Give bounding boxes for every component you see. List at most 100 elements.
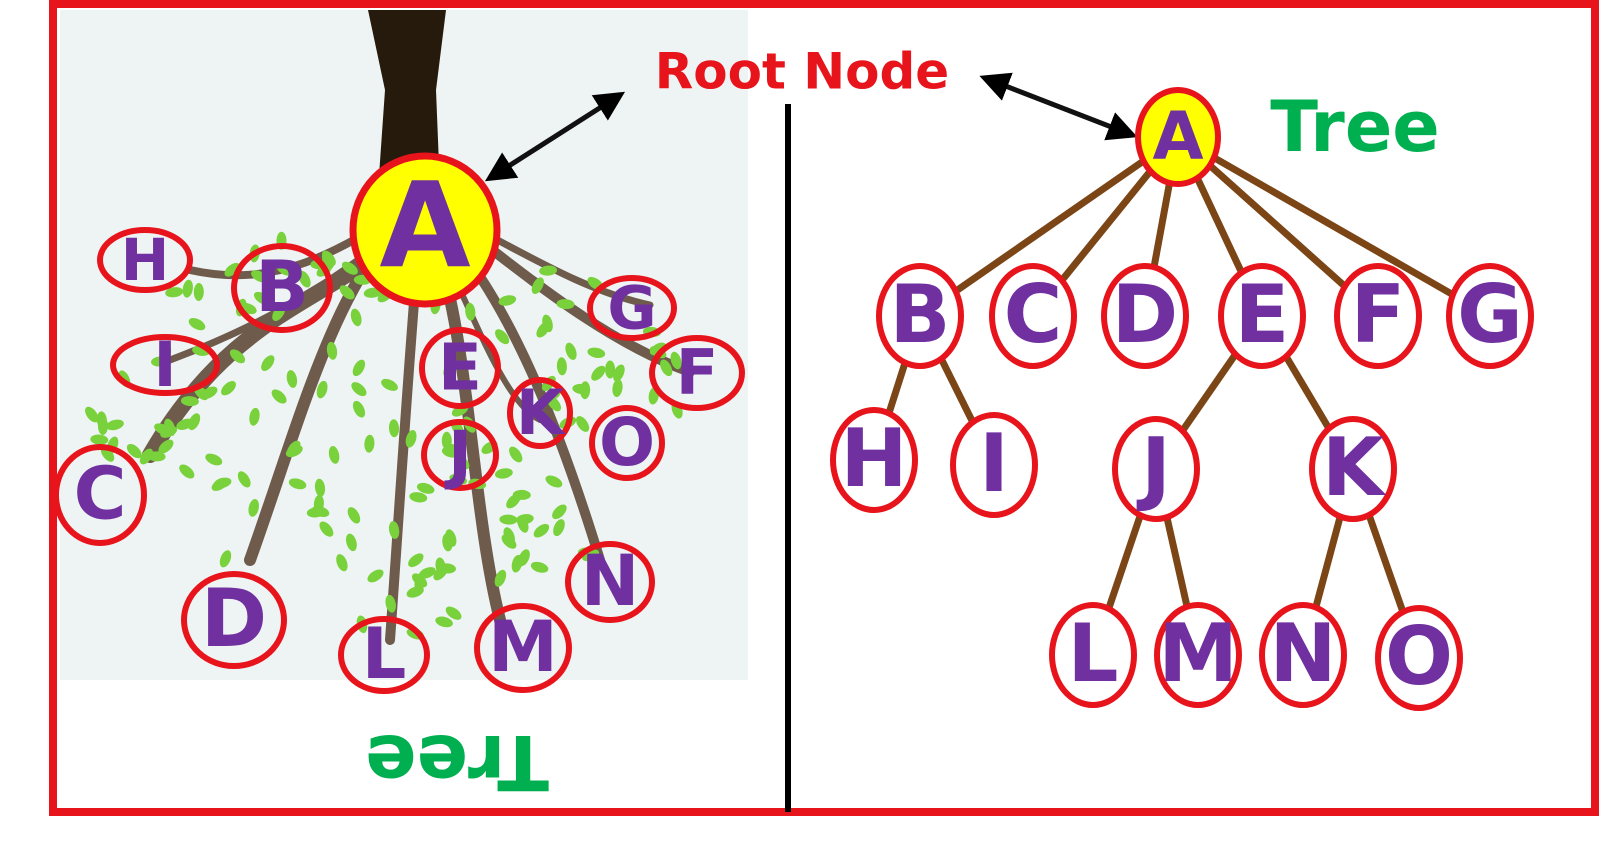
node-letter: H [841, 412, 908, 505]
node-ring [181, 571, 287, 669]
leaf [158, 439, 174, 454]
node-letter: L [362, 613, 407, 695]
left-node-g: G [587, 274, 677, 344]
left-node-l: L [338, 613, 430, 695]
leaf [261, 355, 275, 371]
leaf [498, 295, 517, 306]
leaf [438, 563, 456, 574]
leaf [536, 321, 550, 338]
leaf [224, 262, 240, 277]
right-node-l: L [1049, 602, 1137, 708]
leaf [499, 514, 518, 525]
right-node-k: K [1309, 416, 1397, 522]
leaf [85, 406, 99, 423]
node-ring [338, 616, 430, 694]
edge-a-g [1176, 133, 1492, 320]
leaf [351, 382, 367, 397]
node-ring [589, 405, 665, 481]
left-node-h: H [97, 226, 193, 294]
leaf [193, 283, 204, 301]
leaf [364, 434, 375, 453]
node-ring [1112, 416, 1200, 522]
leaf [465, 302, 476, 321]
node-ring [1446, 263, 1534, 369]
leaf [328, 446, 340, 464]
leaf [326, 341, 338, 360]
leaf [90, 434, 109, 445]
leaf [612, 379, 623, 398]
leaf [530, 561, 549, 573]
leaf [182, 279, 193, 298]
right-node-a: A [1135, 87, 1221, 187]
leaf [271, 389, 287, 404]
right-node-g: G [1446, 263, 1534, 369]
leaf [385, 594, 396, 613]
leaf [556, 299, 575, 310]
node-ring [1101, 263, 1189, 369]
left-node-b: B [231, 243, 333, 333]
leaf [316, 380, 328, 399]
leaf [229, 349, 246, 364]
node-ring [349, 152, 501, 308]
leaf [367, 569, 384, 583]
left-node-i: I [110, 328, 220, 401]
leaf [248, 499, 259, 517]
node-letter: I [979, 417, 1009, 510]
left-node-f: F [649, 335, 745, 411]
leaf [445, 606, 462, 620]
leaf [347, 507, 361, 524]
leaf [188, 317, 206, 331]
node-ring [1375, 605, 1463, 711]
node-ring [474, 603, 572, 693]
leaf [388, 419, 400, 438]
node-ring [587, 275, 677, 341]
node-letter: A [379, 156, 470, 294]
leaf [553, 519, 565, 537]
left-node-o: O [589, 404, 665, 481]
right-node-e: E [1218, 263, 1306, 369]
leaf [139, 448, 153, 465]
right-node-m: M [1154, 602, 1242, 708]
leaf [176, 418, 194, 430]
leaf [363, 287, 382, 298]
node-ring [1154, 602, 1242, 708]
left-node-n: N [565, 540, 655, 623]
leaf [495, 329, 510, 345]
node-letter: A [1152, 98, 1203, 175]
leaf [219, 550, 232, 568]
leaf [445, 529, 457, 547]
arrow-to-left-root [484, 91, 626, 182]
left-node-e: E [419, 327, 501, 409]
leaf [298, 270, 311, 288]
right-node-o: O [1375, 605, 1463, 711]
leaf [591, 365, 606, 381]
node-letter: B [255, 246, 308, 328]
inverted-tree-label: Tree [365, 718, 549, 807]
left-node-a: A [349, 152, 501, 308]
node-letter: E [438, 332, 482, 406]
leaf [494, 468, 513, 479]
leaf [660, 359, 673, 377]
leaf [414, 574, 425, 593]
leaf [454, 454, 470, 470]
leaf [237, 471, 251, 488]
leaf [147, 451, 166, 462]
node-letter: F [676, 336, 718, 409]
node-letter: B [890, 268, 951, 361]
node-letter: G [607, 274, 656, 344]
node-ring [876, 263, 964, 369]
leaf [319, 521, 334, 537]
leaf [613, 364, 625, 382]
leaf [276, 262, 293, 276]
leaf [444, 443, 463, 455]
node-letter: I [153, 328, 176, 401]
right-node-c: C [989, 263, 1077, 369]
leaf [547, 396, 562, 412]
node-ring [565, 541, 655, 623]
leaf [587, 347, 606, 358]
leaf [151, 356, 169, 367]
leaf [509, 446, 523, 463]
leaf [106, 419, 124, 431]
node-letter: N [1270, 607, 1337, 700]
